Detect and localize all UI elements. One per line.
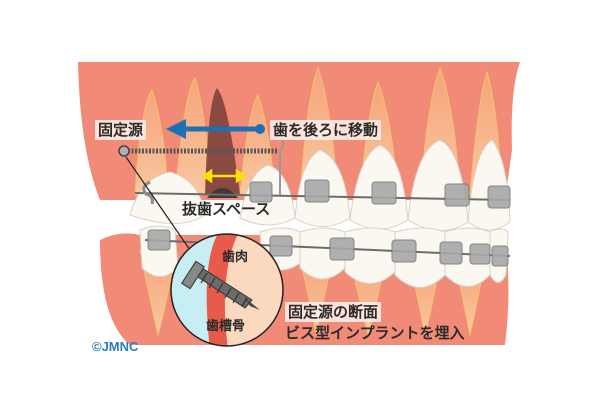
upper-teeth [129,139,511,231]
direction-arrow-head [166,119,186,139]
alveolar-bone-label: 歯槽骨 [206,319,246,334]
leader-line [125,156,191,251]
extraction-space-marker [201,168,247,184]
lower-brackets [147,229,509,267]
upper-brackets [249,179,511,209]
anchorage-label: 固定源 [95,120,147,140]
extracted-tooth-root [205,88,240,195]
gum-label: 歯肉 [222,250,249,265]
implant-screw [181,260,260,310]
cross-section-description: ビス型インプラントを埋入 [285,324,465,342]
copyright-notice: ©JMNC [92,339,139,354]
anchor-head [118,145,130,157]
cross-section-border [170,233,284,347]
move-teeth-back-label: 歯を後ろに移動 [270,120,382,140]
extraction-space-label: 抜歯スペース [182,200,271,218]
direction-arrow-origin [255,124,265,134]
cross-section-title: 固定源の断面 [285,302,382,322]
